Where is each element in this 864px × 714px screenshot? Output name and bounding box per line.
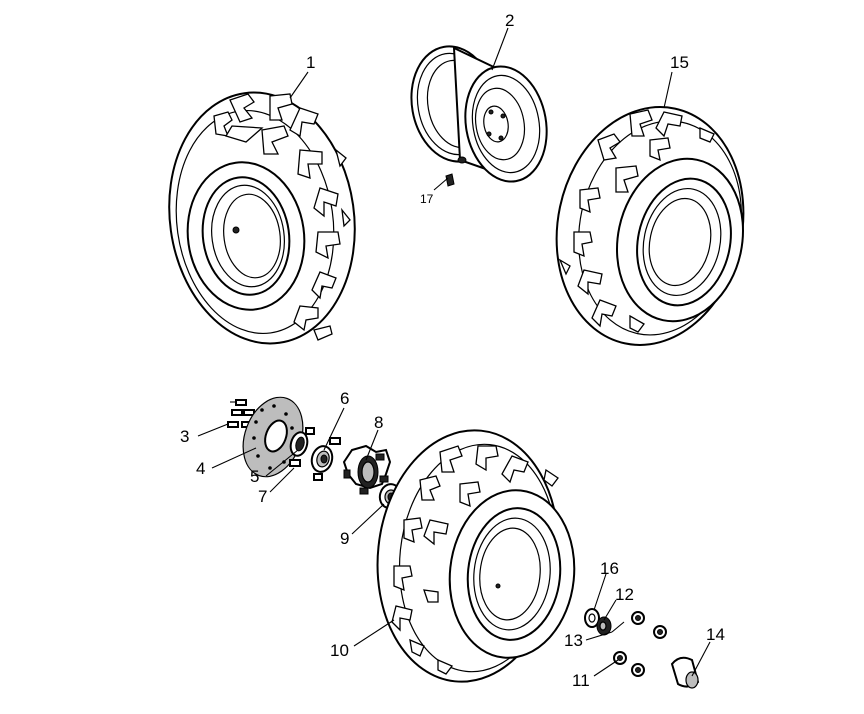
callout-9: 9 [340, 529, 349, 548]
callout-12: 12 [615, 585, 634, 604]
callout-14: 14 [706, 625, 725, 644]
bearing-part-6 [310, 445, 334, 473]
callout-1: 1 [306, 53, 315, 72]
callout-6: 6 [340, 389, 349, 408]
callout-7: 7 [258, 487, 267, 506]
rim-part-2 [410, 45, 548, 183]
callout-15: 15 [670, 53, 689, 72]
tire-part-1 [168, 91, 356, 345]
leader-lines [197, 27, 711, 677]
callout-8: 8 [374, 413, 383, 432]
callout-17: 17 [420, 192, 434, 206]
callout-3: 3 [180, 427, 189, 446]
callout-5: 5 [250, 467, 259, 486]
callout-10: 10 [330, 641, 349, 660]
callout-16: 16 [600, 559, 619, 578]
callout-13: 13 [564, 631, 583, 650]
hub-cap-part-14 [670, 656, 700, 689]
tire-part-15 [555, 106, 745, 346]
callout-11: 11 [572, 671, 590, 690]
bolts-part-3 [227, 399, 255, 428]
studs-part-7 [289, 427, 341, 481]
brake-disc-part-4 [242, 396, 304, 478]
callout-2: 2 [505, 11, 514, 30]
callout-4: 4 [196, 459, 205, 478]
seal-part-5 [289, 431, 309, 457]
hub-part-8 [342, 444, 392, 495]
lug-nuts-part-11 [613, 611, 667, 677]
valve-part-17 [445, 173, 455, 187]
washer-part-16 [584, 608, 600, 628]
cotter-pin-part-13 [611, 621, 625, 633]
tire-part-10 [376, 429, 576, 683]
